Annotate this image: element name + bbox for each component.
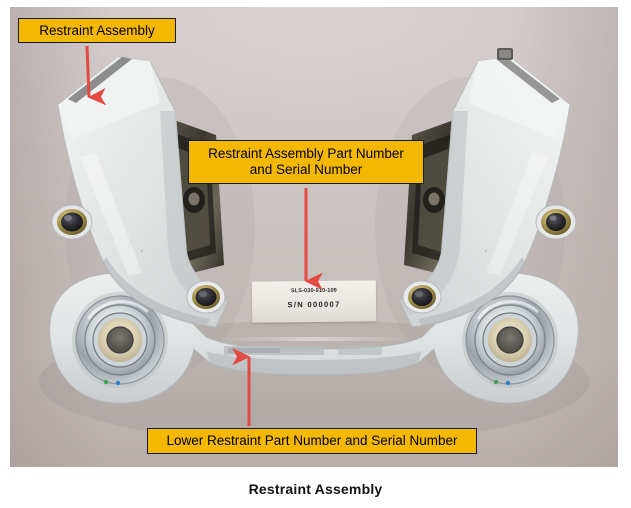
callout-part-number-line1: Restraint Assembly Part Number bbox=[208, 146, 404, 161]
lower-restraint-marking bbox=[224, 346, 382, 355]
callout-restraint-assembly-part-number: Restraint Assembly Part Number and Seria… bbox=[188, 140, 424, 184]
bolt-inner-left bbox=[186, 280, 226, 314]
callout-restraint-assembly: Restraint Assembly bbox=[18, 18, 176, 43]
part-number-text: SLS-030-910-109 bbox=[290, 287, 337, 295]
callout-lower-restraint-part-number: Lower Restraint Part Number and Serial N… bbox=[147, 428, 477, 454]
right-spherical-bearing bbox=[462, 292, 558, 388]
left-spherical-bearing bbox=[72, 292, 168, 388]
restraint-assembly-hardware bbox=[10, 36, 589, 444]
restraint-assembly-photo: SLS-030-910-109 S/N 000007 bbox=[10, 7, 618, 467]
bolt-outer-right bbox=[535, 204, 577, 240]
left-restraint-arm bbox=[57, 56, 229, 328]
callout-part-number-line2: and Serial Number bbox=[249, 161, 363, 177]
callout-lower-restraint-label: Lower Restraint Part Number and Serial N… bbox=[166, 433, 458, 448]
callout-restraint-assembly-label: Restraint Assembly bbox=[39, 23, 155, 38]
bolt-outer-left bbox=[51, 204, 93, 240]
figure-caption: Restraint Assembly bbox=[248, 481, 383, 497]
serial-number-text: S/N 000007 bbox=[287, 299, 341, 310]
bolt-inner-right bbox=[402, 280, 442, 314]
right-restraint-arm bbox=[399, 48, 571, 328]
part-identification-label: SLS-030-910-109 S/N 000007 bbox=[251, 280, 377, 323]
